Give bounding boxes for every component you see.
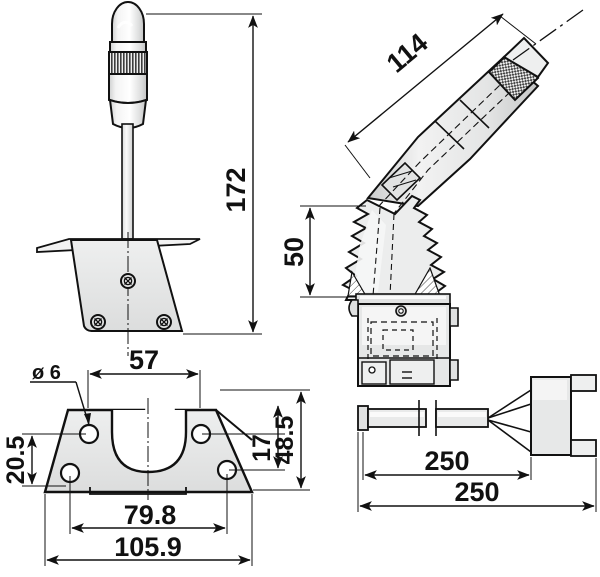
ferrule-line-2	[392, 179, 417, 188]
ext-line-114-b	[344, 144, 371, 179]
hole-diameter-callout: ø 6	[30, 362, 91, 426]
lever-hidden-axis-2	[391, 93, 509, 217]
boot-hidden-shaft-a	[372, 207, 381, 297]
bracket-screw-right	[156, 314, 172, 330]
harness-wire-2	[487, 403, 532, 419]
dimension-boot-height: 50	[279, 205, 366, 298]
clamp-plate-highlight	[360, 296, 446, 299]
dimension-label-250-inner: 250	[424, 446, 469, 476]
bracket-screw-center	[120, 273, 136, 289]
cable-highlight-left	[370, 412, 424, 417]
housing-port	[368, 366, 376, 374]
dimension-label-798: 79.8	[124, 500, 177, 530]
base-clamp	[355, 293, 451, 305]
dimension-label-250-total: 250	[454, 477, 499, 507]
hole-diameter-label: ø 6	[32, 362, 61, 384]
dimension-front-height: 172	[221, 15, 258, 333]
lever-tip	[502, 36, 550, 79]
plate-center-slot	[110, 410, 188, 474]
dimension-label-1059: 105.9	[114, 532, 182, 562]
plate-bevel-right	[215, 409, 253, 441]
cable-harness-view: 250 250	[357, 374, 597, 512]
dimension-plate-left-offset: 20.5	[2, 433, 86, 487]
internal-outline-1	[370, 321, 434, 357]
housing-boss-left	[348, 299, 359, 317]
harness-wire-4	[487, 419, 532, 453]
dimension-label-17: 17	[248, 434, 276, 462]
cable-segment-right	[435, 408, 489, 428]
bracket-screw-left	[90, 314, 106, 330]
cable-highlight-right	[438, 412, 486, 417]
handle-collar-top	[109, 41, 147, 53]
dimension-label-57: 57	[129, 345, 159, 375]
dimension-plate-hole-offset: 17	[202, 405, 285, 471]
dimension-label-205: 20.5	[2, 436, 30, 485]
connector-key-bottom	[570, 439, 597, 457]
harness-wire-1	[487, 389, 532, 419]
cable-segment-left	[367, 408, 427, 428]
mounting-plate-plan-view: ø 6 57 20.5 17 48.5	[2, 345, 310, 566]
front-elevation-view: 172	[36, 1, 262, 356]
handle-lower-body	[108, 98, 148, 129]
switch-housing	[348, 299, 459, 387]
boot-hidden-shaft-b	[389, 213, 395, 297]
plate-bottom-lip	[89, 487, 187, 495]
harness-wire-3	[487, 419, 532, 433]
joystick-handle	[108, 1, 148, 129]
dimension-plate-width: 105.9	[44, 494, 253, 566]
dimension-label-172: 172	[221, 167, 251, 212]
internal-outline-2	[382, 329, 414, 351]
joystick-shaft	[121, 123, 134, 240]
axis-projection-line	[512, 9, 584, 61]
dimension-label-50: 50	[279, 237, 309, 267]
handle-knurled-ring	[108, 51, 148, 75]
ferrule-line-1	[388, 170, 413, 179]
housing-lug-bottom	[449, 359, 459, 381]
boot-highlight	[352, 210, 386, 292]
handle-mid-body	[108, 73, 148, 104]
dimension-plate-hole-pitch: 79.8	[69, 474, 228, 534]
connector-highlight	[533, 380, 567, 400]
handle-highlight	[116, 20, 134, 29]
dimension-cable-total: 250	[357, 432, 597, 512]
ext-line-114-a	[499, 15, 537, 45]
callout-arrow	[84, 413, 91, 425]
dimension-label-485: 48.5	[271, 416, 299, 465]
bellows-boot	[341, 194, 447, 301]
cable-end-ferrule	[357, 405, 369, 431]
housing-lug-top	[449, 307, 459, 327]
dimension-bracket-width: 57	[87, 345, 201, 408]
connector-key-top	[570, 374, 597, 392]
housing-screw-slot	[398, 308, 404, 314]
dimension-plate-height: 48.5	[220, 389, 310, 491]
dimension-line-114	[347, 13, 504, 143]
dimension-cable-inner: 250	[362, 432, 532, 480]
